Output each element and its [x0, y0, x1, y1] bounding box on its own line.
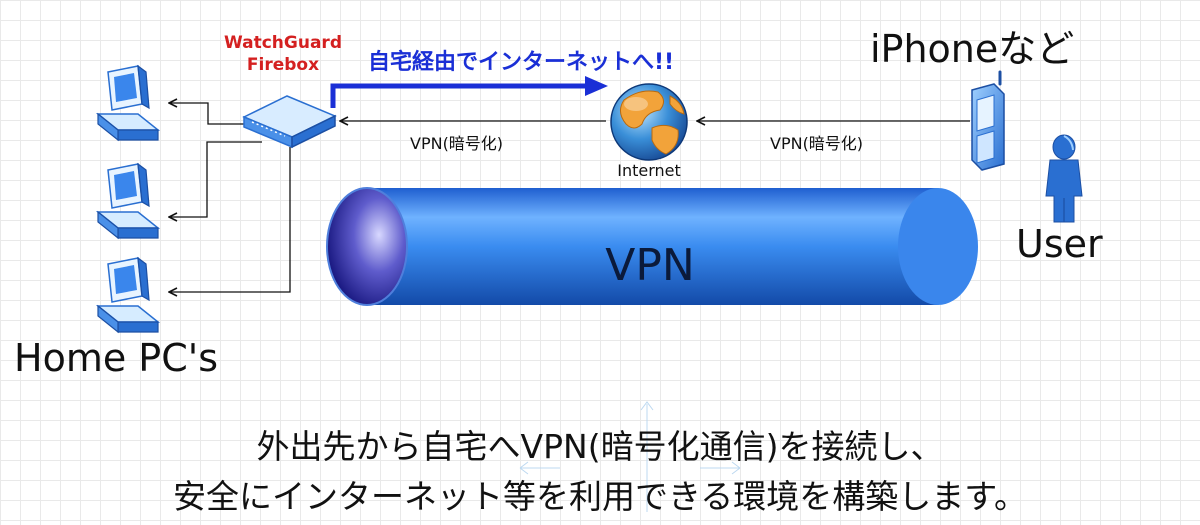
vpn-link-label-left: VPN(暗号化) — [410, 134, 504, 153]
desktop-computer-icon — [95, 64, 161, 142]
firebox-label-line2: Firebox — [246, 55, 320, 75]
firewall-appliance-icon — [242, 95, 337, 149]
internet-globe-icon — [610, 83, 688, 161]
device-label: iPhoneなど — [870, 27, 1075, 71]
route-arrow-head — [585, 76, 608, 96]
line-to-pc-1 — [169, 103, 244, 125]
caption-line-1: 外出先から自宅へVPN(暗号化通信)を接続し、 — [256, 427, 944, 466]
firebox-label-line1: WatchGuard — [223, 33, 342, 53]
vpn-tunnel-end — [898, 188, 978, 305]
desktop-computer-icon — [95, 162, 161, 240]
line-to-pc-3 — [169, 147, 291, 292]
route-arrow-line — [330, 83, 587, 108]
vpn-tunnel-label: VPN — [605, 240, 695, 291]
connection-lines — [169, 103, 970, 292]
route-arrow — [330, 76, 608, 108]
vpn-tunnel-body — [367, 188, 938, 305]
user-person-icon — [1045, 134, 1083, 223]
route-label: 自宅経由でインターネットへ!! — [368, 50, 675, 75]
decorative-marks — [519, 401, 741, 512]
vpn-tunnel — [326, 187, 978, 306]
line-to-pc-2 — [169, 141, 262, 217]
internet-label: Internet — [617, 161, 681, 180]
mobile-phone-icon — [971, 70, 1005, 171]
desktop-computer-icon — [95, 256, 161, 334]
vpn-tunnel-opening — [326, 187, 408, 306]
user-label: User — [1016, 222, 1103, 266]
vpn-link-label-right: VPN(暗号化) — [770, 134, 864, 153]
home-pcs-label: Home PC's — [14, 336, 218, 380]
caption-line-2: 安全にインターネット等を利用できる環境を構築します。 — [172, 477, 1028, 516]
